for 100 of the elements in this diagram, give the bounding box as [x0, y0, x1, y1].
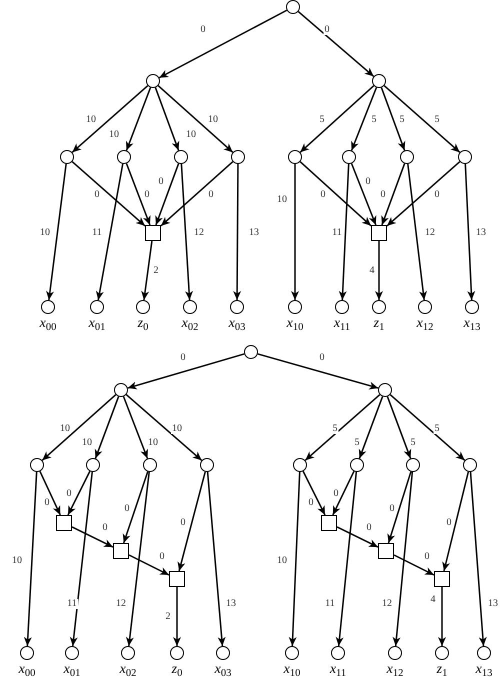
edge-label: 0	[158, 552, 166, 562]
edge-label: 0	[434, 190, 440, 200]
edge-label: 0	[380, 190, 386, 200]
arrow	[407, 164, 428, 300]
arrow	[72, 526, 114, 548]
arrow	[128, 554, 170, 576]
edge-label: 5	[370, 115, 378, 125]
arrow	[358, 396, 384, 459]
square-node	[378, 543, 394, 559]
arrow	[332, 470, 355, 516]
arrow	[126, 87, 152, 151]
arrow	[386, 161, 460, 226]
arrow	[258, 353, 378, 390]
arrow	[336, 472, 358, 646]
edge-label: 0	[66, 489, 72, 499]
arrow	[233, 164, 242, 300]
arrow	[390, 394, 466, 461]
edge-label: 5	[434, 424, 440, 434]
arrow	[304, 394, 380, 461]
edge-label: 10	[11, 556, 23, 566]
square-node	[434, 571, 450, 587]
arrow	[178, 472, 206, 572]
edge-label: 0	[158, 177, 164, 187]
variable-label: x$_{00}$	[18, 663, 36, 677]
arrow	[39, 471, 61, 516]
arrow	[155, 163, 180, 226]
variable-label: x$_{11}$	[334, 317, 350, 331]
edge-label: 12	[115, 599, 127, 609]
variable-label: x$_{02}$	[182, 317, 198, 331]
edge-label: 0	[200, 25, 206, 35]
arrow	[380, 87, 406, 151]
arrow	[302, 470, 326, 516]
edge-label: 5	[398, 115, 406, 125]
edge-label: 0	[94, 190, 100, 200]
edge-label: 13	[248, 228, 260, 238]
edge-label: 0	[180, 518, 186, 528]
arrow	[126, 472, 150, 646]
square-node	[371, 225, 387, 241]
variable-label: x$_{02}$	[120, 663, 136, 677]
edge-label: 0	[180, 353, 186, 363]
variable-label: x$_{10}$	[284, 663, 300, 677]
arrow	[158, 85, 234, 153]
variable-label: x$_{03}$	[214, 663, 232, 677]
variable-label: x$_{12}$	[416, 317, 434, 331]
arrow	[72, 161, 146, 226]
arrow	[96, 164, 124, 300]
edge-label: 0	[446, 518, 452, 528]
edge-label: 0	[364, 177, 372, 187]
arrow	[386, 396, 412, 459]
arrow	[298, 11, 374, 77]
edge-label: 0	[366, 523, 372, 533]
edge-label: 10	[39, 228, 51, 238]
arrow	[288, 472, 300, 646]
arrow	[94, 396, 120, 459]
edge-label: 10	[276, 556, 288, 566]
arrow	[384, 85, 460, 153]
arrow	[160, 161, 234, 226]
arrow	[206, 472, 226, 646]
arrow	[46, 164, 67, 300]
edge-label: 10	[81, 438, 93, 448]
edge-label: 11	[66, 599, 78, 609]
edge-label: 10	[171, 424, 183, 434]
variable-label: x$_{11}$	[330, 663, 346, 677]
edge-label: 0	[124, 504, 130, 514]
edge-label: 5	[354, 438, 360, 448]
arrow	[126, 163, 151, 226]
edge-label: 0	[424, 552, 430, 562]
arrow	[381, 163, 406, 226]
arrow	[375, 241, 383, 300]
variable-label: z$_{0}$	[172, 663, 182, 677]
edge-label: 0	[144, 190, 150, 200]
edge-label: 10	[108, 130, 120, 140]
edge-label: 12	[193, 228, 205, 238]
variable-label: x$_{12}$	[386, 663, 404, 677]
edge-label: 0	[324, 25, 330, 35]
edge-label: 11	[331, 228, 343, 238]
arrow	[180, 164, 194, 300]
arrow	[141, 240, 153, 300]
arrow	[173, 587, 181, 646]
edge-label: 4	[368, 266, 376, 276]
edge-label: 10	[207, 115, 219, 125]
arrow	[387, 471, 412, 544]
variable-label: x$_{00}$	[40, 317, 56, 331]
arrow	[291, 164, 299, 300]
square-node	[113, 543, 129, 559]
arrow	[350, 87, 378, 151]
arrow	[122, 471, 148, 544]
arrow	[24, 472, 38, 646]
variable-label: x$_{13}$	[464, 317, 480, 331]
arrow	[128, 353, 244, 390]
arrow	[300, 161, 372, 226]
edge-label: 12	[424, 228, 436, 238]
arrow	[300, 85, 374, 153]
edge-label: 5	[410, 438, 416, 448]
edge-label: 4	[430, 595, 436, 605]
edge-label: 12	[381, 599, 393, 609]
arrow	[70, 472, 93, 646]
arrow	[438, 587, 446, 646]
variable-label: x$_{03}$	[228, 317, 246, 331]
arrow	[442, 472, 470, 572]
